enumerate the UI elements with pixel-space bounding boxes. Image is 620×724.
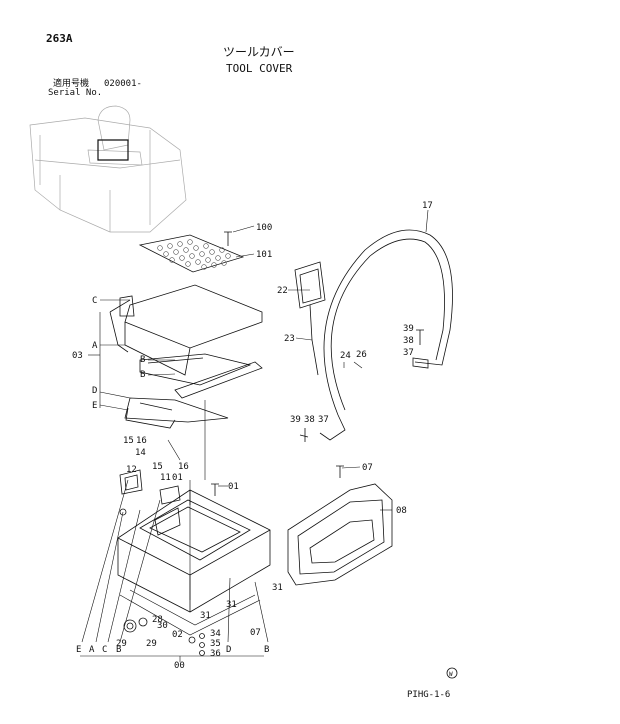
page-id: 263A bbox=[46, 32, 73, 45]
callout: A bbox=[89, 645, 95, 655]
callout: E bbox=[76, 645, 81, 655]
callout: 31 bbox=[200, 611, 211, 621]
callout: 26 bbox=[356, 350, 367, 360]
callout: 29 bbox=[146, 639, 157, 649]
callout: 22 bbox=[277, 286, 288, 296]
title-japanese: ツールカバー bbox=[223, 45, 295, 59]
callout: 31 bbox=[226, 600, 237, 610]
callout: 01 bbox=[172, 473, 183, 483]
serial-label-japanese: 適用号機 bbox=[53, 79, 90, 89]
callout: 16 bbox=[136, 436, 147, 446]
callout: B bbox=[140, 355, 145, 365]
callout: 38 bbox=[304, 415, 315, 425]
callout: 37 bbox=[403, 348, 414, 358]
callout: 23 bbox=[284, 334, 295, 344]
callout: 30 bbox=[157, 621, 168, 631]
serial-label-english: Serial No. bbox=[48, 88, 103, 98]
callout: 34 bbox=[210, 629, 221, 639]
callout: 28 bbox=[152, 615, 163, 625]
callout: 17 bbox=[422, 201, 433, 211]
callout: 36 bbox=[210, 649, 221, 659]
mirror-stay bbox=[323, 229, 453, 416]
callout: 16 bbox=[178, 462, 189, 472]
callout: C bbox=[92, 296, 97, 306]
callout: 03 bbox=[72, 351, 83, 361]
callout: 07 bbox=[250, 628, 261, 638]
callout: 37 bbox=[318, 415, 329, 425]
callout: 12 bbox=[126, 465, 137, 475]
callout: E bbox=[92, 401, 97, 411]
footer-code: PIHG-1-6 bbox=[407, 690, 451, 700]
tool-box-lid bbox=[124, 284, 263, 349]
seal-strip-e bbox=[125, 407, 176, 429]
callout: D bbox=[226, 645, 231, 655]
callout: 01 bbox=[228, 482, 239, 492]
seal-strip-b bbox=[139, 353, 252, 386]
callout: 08 bbox=[396, 506, 407, 516]
callout: 14 bbox=[135, 448, 146, 458]
logo-mark bbox=[446, 667, 458, 679]
callout: 00 bbox=[174, 661, 185, 671]
title-english: TOOL COVER bbox=[226, 62, 293, 75]
callout: 35 bbox=[210, 639, 221, 649]
serial-number: 020001- bbox=[104, 79, 142, 89]
tool-box-body bbox=[117, 489, 271, 613]
svg-text:W: W bbox=[449, 671, 453, 678]
callout: 02 bbox=[172, 630, 183, 640]
callout: 38 bbox=[403, 336, 414, 346]
callout: 11 bbox=[160, 473, 171, 483]
callout: 100 bbox=[256, 223, 272, 233]
callout: 101 bbox=[256, 250, 272, 260]
excavator-location-sketch bbox=[29, 105, 187, 233]
callout: 24 bbox=[340, 351, 351, 361]
callout: 29 bbox=[116, 639, 127, 649]
rubber-grommet bbox=[119, 469, 143, 495]
callout-labels: 17 100 101 22 23 24 26 39 38 37 39 38 37… bbox=[72, 201, 433, 671]
callout: 15 bbox=[123, 436, 134, 446]
mat-holes bbox=[157, 239, 231, 270]
callout: B bbox=[140, 370, 145, 380]
floor-mat bbox=[138, 234, 245, 273]
callout: C bbox=[102, 645, 107, 655]
callout: 39 bbox=[403, 324, 414, 334]
seal-strip-d bbox=[124, 397, 229, 423]
mirror bbox=[294, 261, 326, 309]
callout: D bbox=[92, 386, 97, 396]
callout: B bbox=[264, 645, 269, 655]
callout: 39 bbox=[290, 415, 301, 425]
hinge-bar bbox=[174, 361, 263, 399]
callout: 07 bbox=[362, 463, 373, 473]
side-cover-door bbox=[287, 483, 393, 586]
callout: 15 bbox=[152, 462, 163, 472]
callout: 31 bbox=[272, 583, 283, 593]
callout: A bbox=[92, 341, 98, 351]
callout: B bbox=[116, 645, 121, 655]
